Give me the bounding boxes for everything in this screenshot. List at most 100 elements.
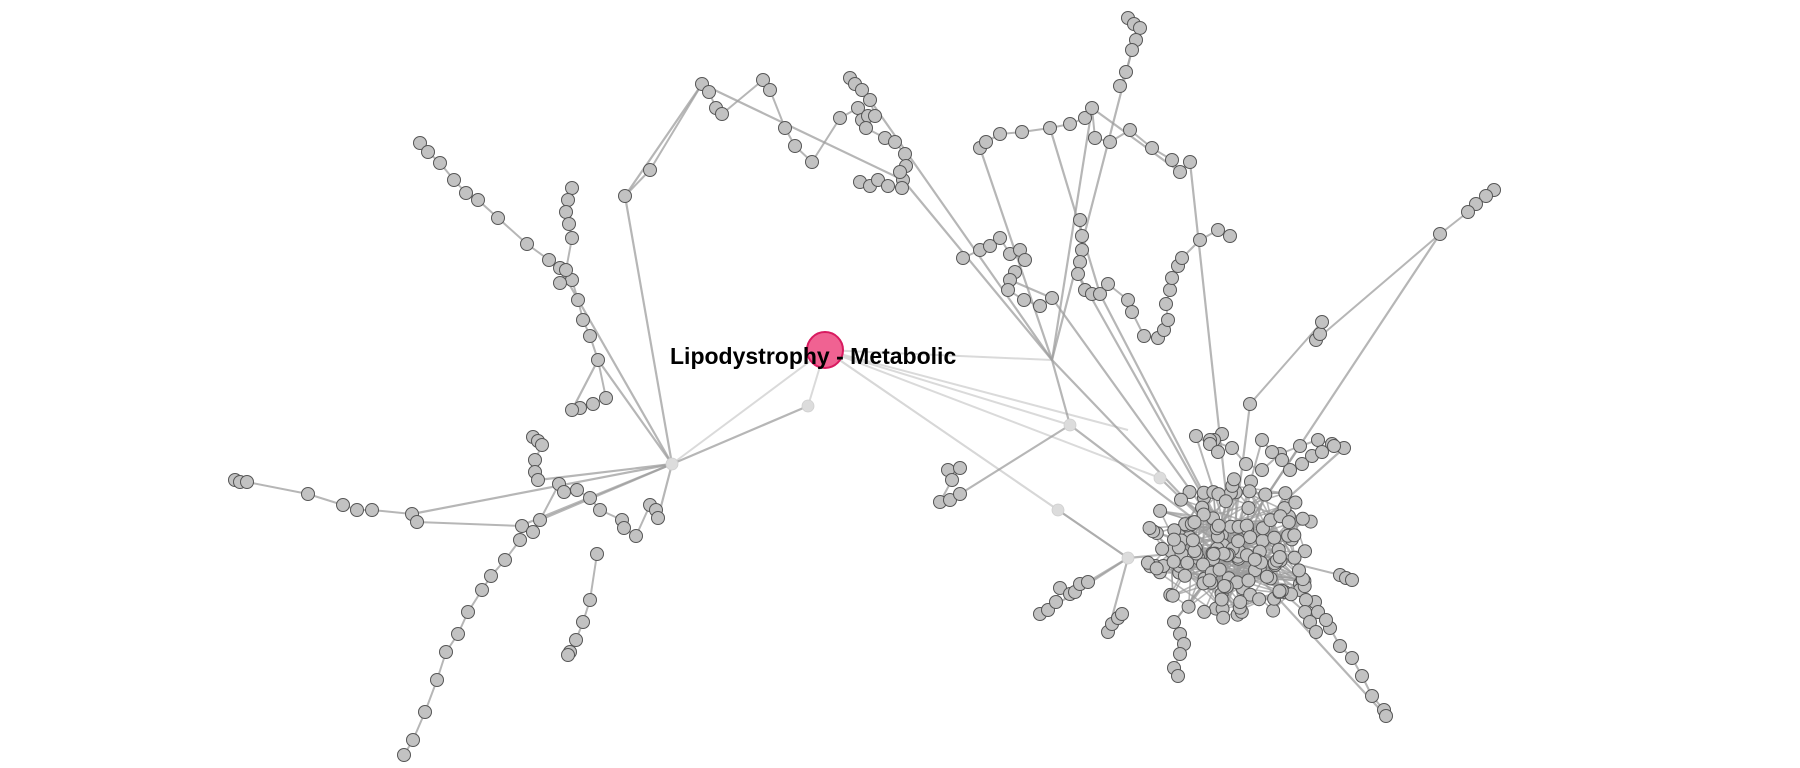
graph-node[interactable] bbox=[651, 511, 665, 525]
graph-node[interactable] bbox=[471, 193, 485, 207]
graph-node[interactable] bbox=[1233, 595, 1248, 609]
graph-node[interactable] bbox=[1081, 575, 1095, 589]
graph-node[interactable] bbox=[1202, 573, 1217, 588]
graph-node[interactable] bbox=[1093, 287, 1107, 301]
graph-node[interactable] bbox=[1461, 205, 1475, 219]
graph-node[interactable] bbox=[898, 147, 912, 161]
graph-node[interactable] bbox=[1231, 534, 1246, 549]
graph-node[interactable] bbox=[562, 217, 576, 231]
graph-node[interactable] bbox=[1211, 518, 1226, 533]
graph-node[interactable] bbox=[365, 503, 379, 517]
graph-node[interactable] bbox=[565, 403, 579, 417]
graph-node[interactable] bbox=[531, 473, 545, 487]
graph-node[interactable] bbox=[788, 139, 802, 153]
graph-node[interactable] bbox=[561, 648, 575, 662]
graph-node[interactable] bbox=[888, 135, 902, 149]
graph-node[interactable] bbox=[1088, 131, 1102, 145]
graph-node[interactable] bbox=[451, 627, 465, 641]
graph-node[interactable] bbox=[1196, 507, 1211, 522]
graph-node[interactable] bbox=[1174, 492, 1188, 507]
graph-node[interactable] bbox=[1017, 293, 1031, 307]
graph-node[interactable] bbox=[240, 475, 254, 489]
graph-node[interactable] bbox=[1063, 117, 1077, 131]
graph-node[interactable] bbox=[1216, 610, 1231, 625]
graph-node[interactable] bbox=[1309, 625, 1323, 639]
graph-node[interactable] bbox=[618, 189, 632, 203]
graph-node[interactable] bbox=[1033, 299, 1047, 313]
graph-node[interactable] bbox=[1283, 463, 1297, 477]
graph-node[interactable] bbox=[1278, 486, 1293, 501]
graph-node[interactable] bbox=[421, 145, 435, 159]
graph-node[interactable] bbox=[447, 173, 461, 187]
graph-node[interactable] bbox=[1217, 579, 1232, 593]
graph-node[interactable] bbox=[895, 181, 909, 195]
graph-node[interactable] bbox=[1045, 291, 1059, 305]
graph-node[interactable] bbox=[1167, 532, 1181, 547]
graph-node[interactable] bbox=[1299, 593, 1313, 607]
graph-node[interactable] bbox=[1281, 515, 1296, 530]
graph-node[interactable] bbox=[993, 127, 1007, 141]
graph-node[interactable] bbox=[1175, 251, 1189, 265]
graph-node[interactable] bbox=[1181, 599, 1196, 614]
graph-node[interactable] bbox=[1177, 568, 1192, 583]
graph-node[interactable] bbox=[801, 399, 815, 413]
graph-node[interactable] bbox=[1242, 484, 1257, 499]
graph-node[interactable] bbox=[1258, 487, 1273, 502]
graph-node[interactable] bbox=[475, 583, 489, 597]
graph-node[interactable] bbox=[586, 397, 600, 411]
graph-node[interactable] bbox=[1165, 271, 1179, 285]
graph-node[interactable] bbox=[778, 121, 792, 135]
graph-node[interactable] bbox=[1265, 445, 1279, 459]
graph-node[interactable] bbox=[1171, 669, 1185, 683]
graph-node[interactable] bbox=[1101, 277, 1115, 291]
graph-node[interactable] bbox=[1049, 595, 1063, 609]
graph-node[interactable] bbox=[1133, 21, 1147, 35]
graph-node[interactable] bbox=[1287, 550, 1302, 565]
graph-node[interactable] bbox=[590, 547, 604, 561]
graph-node[interactable] bbox=[570, 483, 584, 497]
graph-node[interactable] bbox=[1365, 689, 1379, 703]
graph-node[interactable] bbox=[583, 593, 597, 607]
graph-node[interactable] bbox=[1075, 229, 1089, 243]
graph-node[interactable] bbox=[1315, 445, 1329, 459]
graph-node[interactable] bbox=[1149, 561, 1164, 576]
graph-node[interactable] bbox=[1260, 569, 1274, 584]
graph-node[interactable] bbox=[1163, 283, 1177, 297]
graph-node[interactable] bbox=[1239, 457, 1253, 471]
graph-node[interactable] bbox=[591, 353, 605, 367]
graph-node[interactable] bbox=[1165, 588, 1180, 603]
graph-node[interactable] bbox=[1078, 111, 1092, 125]
graph-node[interactable] bbox=[1103, 135, 1117, 149]
graph-node[interactable] bbox=[1015, 125, 1029, 139]
graph-node[interactable] bbox=[1018, 253, 1032, 267]
graph-node[interactable] bbox=[491, 211, 505, 225]
graph-node[interactable] bbox=[1214, 592, 1229, 607]
graph-node[interactable] bbox=[1293, 439, 1307, 453]
graph-node[interactable] bbox=[561, 193, 575, 207]
graph-node[interactable] bbox=[1225, 441, 1239, 455]
graph-node[interactable] bbox=[526, 525, 540, 539]
graph-node[interactable] bbox=[1311, 433, 1325, 447]
graph-node[interactable] bbox=[945, 473, 959, 487]
graph-node[interactable] bbox=[1295, 457, 1309, 471]
graph-node[interactable] bbox=[956, 251, 970, 265]
graph-node[interactable] bbox=[559, 263, 573, 277]
graph-node[interactable] bbox=[576, 313, 590, 327]
graph-node[interactable] bbox=[559, 205, 573, 219]
graph-node[interactable] bbox=[983, 239, 997, 253]
graph-node[interactable] bbox=[1196, 557, 1210, 572]
graph-node[interactable] bbox=[569, 633, 583, 647]
graph-node[interactable] bbox=[430, 673, 444, 687]
graph-node[interactable] bbox=[583, 329, 597, 343]
graph-node[interactable] bbox=[350, 503, 364, 517]
graph-node[interactable] bbox=[565, 231, 579, 245]
graph-node[interactable] bbox=[1197, 604, 1212, 619]
graph-node[interactable] bbox=[1206, 547, 1221, 561]
graph-node[interactable] bbox=[1153, 471, 1167, 485]
graph-node[interactable] bbox=[459, 186, 473, 200]
graph-node[interactable] bbox=[1187, 515, 1202, 530]
graph-node[interactable] bbox=[1051, 503, 1065, 517]
graph-node[interactable] bbox=[1115, 607, 1129, 621]
graph-node[interactable] bbox=[498, 553, 512, 567]
graph-node[interactable] bbox=[1212, 562, 1227, 577]
